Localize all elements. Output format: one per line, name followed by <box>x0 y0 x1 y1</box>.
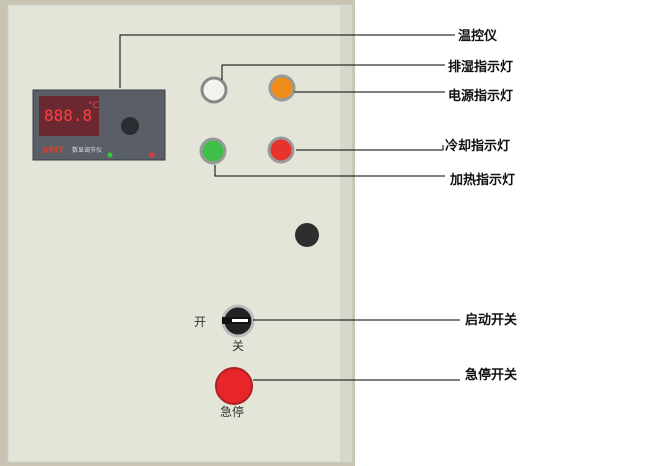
controller-brand: XMT <box>41 146 65 156</box>
power-indicator-light <box>268 74 296 102</box>
dehumid-indicator-light <box>200 76 228 104</box>
control-panel <box>7 4 353 463</box>
controller-unit: °C <box>88 101 99 111</box>
emergency-stop-button <box>215 367 253 405</box>
label-cooling-light: 冷却指示灯 <box>445 139 511 154</box>
cable-gland <box>295 223 319 247</box>
label-dehumid-light: 排湿指示灯 <box>448 60 514 75</box>
label-estop-switch: 急停开关 <box>465 368 518 383</box>
off-mark: 关 <box>232 339 245 353</box>
label-power-light: 电源指示灯 <box>448 89 514 104</box>
temperature-controller: 888.8 °C XMT 数显调节仪 <box>32 89 166 161</box>
heating-indicator-light <box>199 137 227 165</box>
estop-mark: 急停 <box>220 405 245 419</box>
controller-display: 888.8 <box>44 106 92 125</box>
label-heating-light: 加热指示灯 <box>450 173 516 188</box>
label-temp-controller: 温控仪 <box>458 29 498 44</box>
on-mark: 开 <box>194 315 207 329</box>
controller-name: 数显调节仪 <box>72 146 102 154</box>
label-start-switch: 启动开关 <box>465 313 518 328</box>
cooling-indicator-light <box>267 136 295 164</box>
